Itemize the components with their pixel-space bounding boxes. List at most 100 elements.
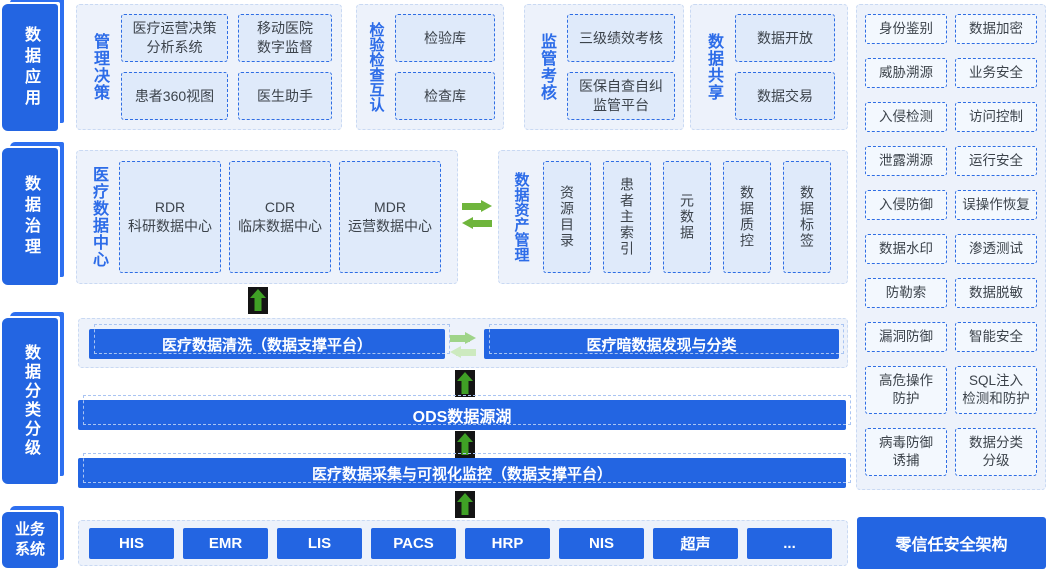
node-line: 泄露溯源 — [879, 153, 933, 169]
bar-ods-data-lake: ODS数据源湖 — [78, 395, 851, 430]
node-cdr-clinical-data-center: CDR 临床数据中心 — [229, 161, 331, 273]
node-doctor-assistant: 医生助手 — [238, 72, 332, 120]
node-line: 智能安全 — [969, 329, 1023, 345]
system-label: ... — [783, 534, 796, 552]
bar-label: ODS数据源湖 — [412, 409, 512, 426]
section-items: 医疗运营决策 分析系统 移动医院 数字监督 患者360视图 医生助手 — [121, 14, 332, 120]
node-line: 身份鉴别 — [879, 21, 933, 37]
bar-label: 医疗暗数据发现与分类 — [586, 336, 737, 354]
bar-data-collection-monitoring: 医疗数据采集与可视化监控（数据支撑平台） — [78, 453, 851, 488]
node-mdr-operation-data-center: MDR 运营数据中心 — [339, 161, 441, 273]
system-more: ... — [747, 527, 832, 559]
node-mobile-hospital-supervision: 移动医院 数字监督 — [238, 14, 332, 62]
security-node-data-watermark: 数据水印 — [865, 234, 947, 264]
arrow-up-icon — [248, 287, 268, 314]
node-line: 数据交易 — [757, 87, 813, 104]
node-three-level-performance: 三级绩效考核 — [567, 14, 675, 62]
bar-dark-data-discovery: 医疗暗数据发现与分类 — [484, 324, 844, 359]
section-business-systems: HIS EMR LIS PACS HRP NIS 超声 ... — [78, 520, 848, 566]
section-medical-data-center: 医疗数据中心 RDR 科研数据中心 CDR 临床数据中心 MDR 运营数据中心 — [76, 150, 458, 284]
system-label: HRP — [491, 534, 524, 552]
section-management-decision: 管理决策 医疗运营决策 分析系统 移动医院 数字监督 患者360视图 医生助手 — [76, 4, 342, 130]
node-line: 数据分类 — [969, 435, 1023, 451]
rail-business-systems: 业务系统 — [2, 512, 58, 568]
bar-label: 零信任安全架构 — [895, 537, 1008, 554]
node-line: 分级 — [982, 453, 1010, 468]
node-medicare-self-check-platform: 医保自查自纠 监管平台 — [567, 72, 675, 120]
system-label: EMR — [208, 534, 243, 552]
section-items: 资源目录 患者主索引 元数据 数据质控 数据标签 — [543, 161, 831, 273]
node-line: RDR — [154, 199, 186, 216]
rail-data-application: 数据应用 — [2, 4, 58, 131]
node-resource-catalog: 资源目录 — [543, 161, 591, 273]
node-line: 入侵防御 — [879, 197, 933, 213]
security-node-access-control: 访问控制 — [955, 102, 1037, 132]
node-line: 分析系统 — [146, 39, 203, 55]
bar-label: 医疗数据清洗（数据支撑平台） — [161, 336, 372, 354]
node-line: 元数据 — [679, 193, 695, 241]
section-data-sharing: 数据共享 数据开放 数据交易 — [690, 4, 848, 130]
node-line: CDR — [264, 199, 296, 216]
node-line: 运行安全 — [969, 153, 1023, 169]
node-data-label: 数据标签 — [783, 161, 831, 273]
rail-label: 数据应用 — [22, 25, 39, 110]
node-line: 数字监督 — [257, 39, 313, 55]
security-node-runtime-security: 运行安全 — [955, 146, 1037, 176]
section-items: RDR 科研数据中心 CDR 临床数据中心 MDR 运营数据中心 — [119, 161, 441, 273]
security-node-penetration-test: 渗透测试 — [955, 234, 1037, 264]
node-line: 渗透测试 — [969, 241, 1023, 257]
rail-label: 业务系统 — [14, 520, 45, 558]
rail-data-classification: 数据分类分级 — [2, 318, 58, 484]
section-items: 三级绩效考核 医保自查自纠 监管平台 — [567, 14, 675, 120]
node-line: 入侵检测 — [879, 109, 933, 125]
section-label: 管理决策 — [91, 33, 108, 101]
zero-trust-architecture: 零信任安全架构 — [857, 517, 1046, 569]
security-node-anti-ransomware: 防勒索 — [865, 278, 947, 308]
node-data-quality-control: 数据质控 — [723, 161, 771, 273]
node-line: 检验库 — [424, 29, 466, 46]
system-label: LIS — [307, 534, 332, 552]
section-label: 检验检查互认 — [367, 22, 385, 112]
system-label: PACS — [393, 534, 434, 552]
arrow-up-icon — [455, 431, 475, 458]
node-line: 医保自查自纠 — [579, 78, 663, 95]
system-hrp: HRP — [465, 527, 550, 559]
system-ultrasound: 超声 — [653, 527, 738, 559]
node-line: 数据水印 — [879, 241, 933, 257]
node-test-library: 检验库 — [395, 14, 495, 62]
arrow-up-icon — [455, 491, 475, 518]
security-node-sql-injection-protection: SQL注入 检测和防护 — [955, 366, 1037, 414]
section-label: 医疗数据中心 — [90, 166, 107, 268]
security-node-virus-defense-honeypot: 病毒防御 诱捕 — [865, 428, 947, 476]
node-line: 医生助手 — [257, 87, 313, 104]
security-node-leak-tracing: 泄露溯源 — [865, 146, 947, 176]
rail-data-governance: 数据治理 — [2, 148, 58, 285]
node-line: 数据加密 — [969, 21, 1023, 37]
node-line: 高危操作 — [879, 373, 933, 389]
node-line: 三级绩效考核 — [579, 29, 663, 46]
node-line: 业务安全 — [969, 65, 1023, 81]
node-patient-360-view: 患者360视图 — [121, 72, 228, 120]
arrow-up-icon — [455, 370, 475, 397]
system-emr: EMR — [183, 527, 268, 559]
security-node-high-risk-operation-protection: 高危操作 防护 — [865, 366, 947, 414]
section-items: 数据开放 数据交易 — [735, 14, 835, 120]
security-node-intrusion-prevention: 入侵防御 — [865, 190, 947, 220]
node-line: SQL注入 — [968, 373, 1023, 389]
node-line: 医疗运营决策 — [132, 20, 217, 37]
system-label: NIS — [588, 534, 614, 552]
system-nis: NIS — [559, 527, 644, 559]
node-line: 运营数据中心 — [348, 218, 432, 234]
node-line: 资源目录 — [559, 185, 575, 249]
arrow-left-icon — [462, 217, 492, 230]
security-node-intelligent-security: 智能安全 — [955, 322, 1037, 352]
node-line: 检查库 — [424, 87, 466, 104]
node-rdr-research-data-center: RDR 科研数据中心 — [119, 161, 221, 273]
system-lis: LIS — [277, 527, 362, 559]
section-label: 数据资产管理 — [512, 172, 530, 262]
node-line: 数据标签 — [799, 185, 815, 249]
node-line: 患者主索引 — [619, 177, 635, 257]
node-exam-library: 检查库 — [395, 72, 495, 120]
security-node-threat-tracing: 威胁溯源 — [865, 58, 947, 88]
